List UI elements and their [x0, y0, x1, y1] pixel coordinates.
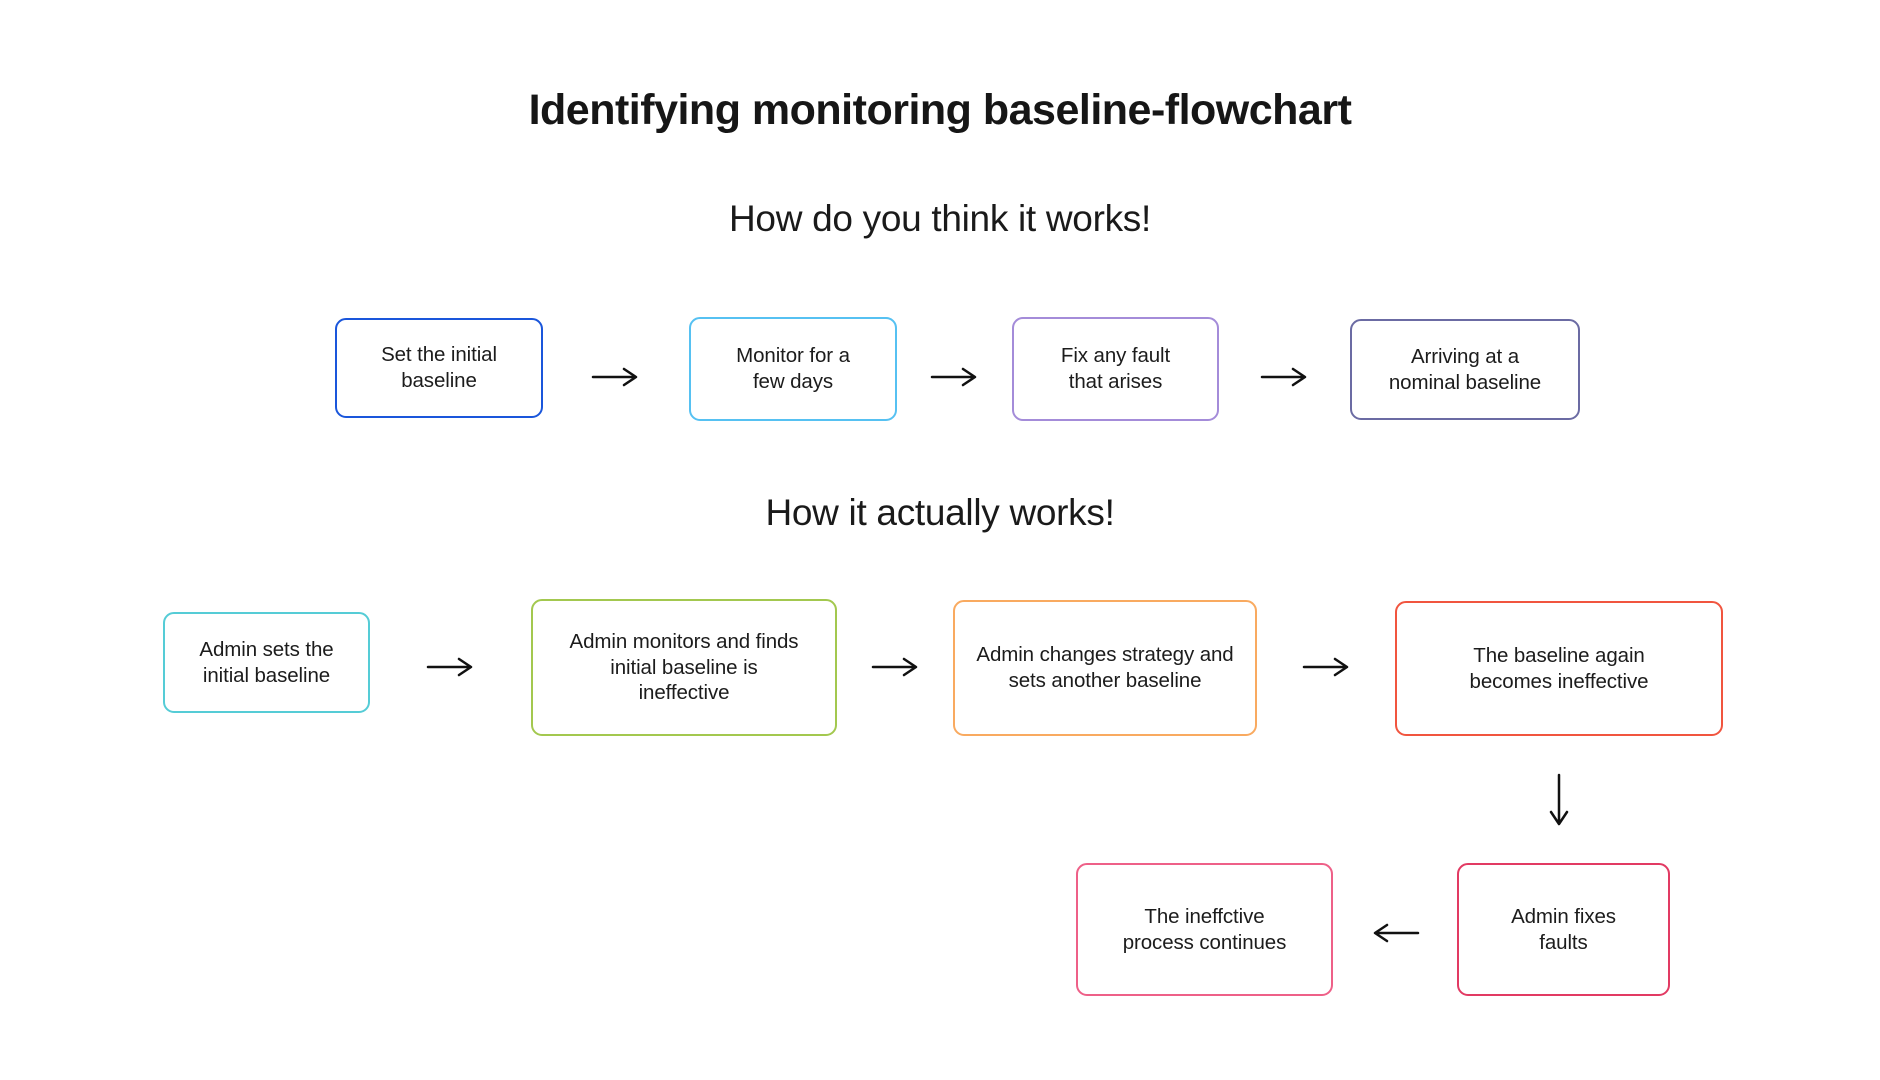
node-set-initial-baseline: Set the initial baseline: [335, 318, 543, 418]
arrow-left-icon: [1373, 923, 1420, 943]
section-heading-expected: How do you think it works!: [729, 198, 1151, 239]
section-heading-actual: How it actually works!: [765, 492, 1115, 533]
arrow-right-icon: [1260, 367, 1307, 387]
arrow-right-icon: [591, 367, 638, 387]
node-nominal-baseline: Arriving at a nominal baseline: [1350, 319, 1580, 420]
node-admin-changes-strategy: Admin changes strategy and sets another …: [953, 600, 1257, 736]
page-title: Identifying monitoring baseline-flowchar…: [528, 86, 1352, 134]
node-fix-any-fault: Fix any fault that arises: [1012, 317, 1219, 421]
node-admin-fixes-faults: Admin fixes faults: [1457, 863, 1670, 996]
node-admin-monitors-ineffective: Admin monitors and finds initial baselin…: [531, 599, 837, 736]
arrow-right-icon: [871, 657, 918, 677]
node-admin-sets-baseline: Admin sets the initial baseline: [163, 612, 370, 713]
arrow-right-icon: [426, 657, 473, 677]
arrow-right-icon: [1302, 657, 1349, 677]
node-baseline-again-ineffective: The baseline again becomes ineffective: [1395, 601, 1723, 736]
node-ineffective-process-continues: The ineffctive process continues: [1076, 863, 1333, 996]
arrow-right-icon: [930, 367, 977, 387]
arrow-down-icon: [1549, 773, 1569, 826]
node-monitor-few-days: Monitor for a few days: [689, 317, 897, 421]
